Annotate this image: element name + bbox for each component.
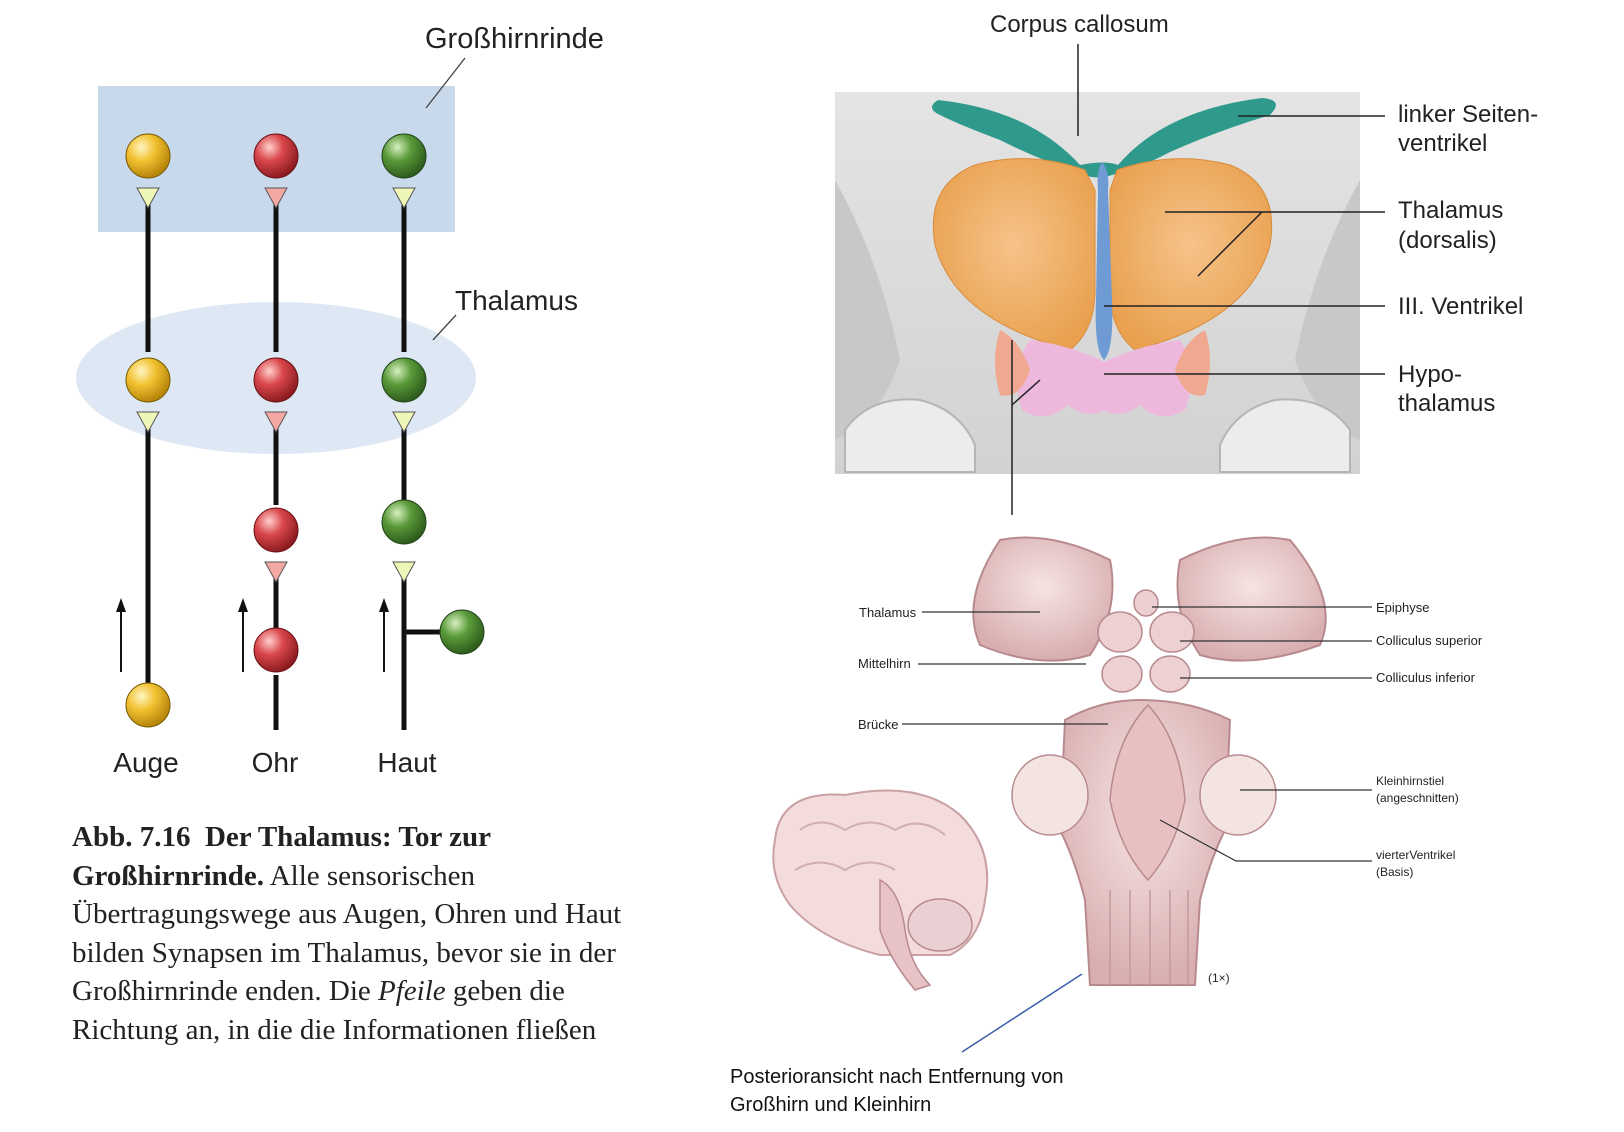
thalamus-left bbox=[932, 158, 1096, 351]
eye-neuron-cortex bbox=[125, 133, 171, 179]
bs-epiphyse-label: Epiphyse bbox=[1376, 600, 1429, 615]
cortex-label-leader bbox=[425, 57, 466, 109]
caption-figure-number: Abb. 7.16 bbox=[72, 821, 191, 853]
temporal-lobe-right bbox=[1219, 398, 1351, 473]
sagittal-brain-thumbnail bbox=[772, 789, 989, 991]
skin-synapse-cortex bbox=[392, 187, 416, 210]
eye-arrowhead bbox=[116, 598, 126, 612]
bs-thalamus-label: Thalamus bbox=[859, 605, 917, 620]
thumbnail-brainstem bbox=[879, 878, 932, 991]
bs-ventricle-leader bbox=[1159, 819, 1372, 862]
cerebellar-peduncle-left bbox=[1011, 754, 1089, 836]
eye-synapse-thalamus bbox=[136, 411, 160, 434]
thalamus-right bbox=[1109, 158, 1273, 351]
third-ventricle bbox=[1095, 162, 1113, 360]
eye-neuron-thalamus bbox=[125, 357, 171, 403]
hypothalamus bbox=[1016, 340, 1192, 417]
ear-neuron-brainstem bbox=[253, 507, 299, 553]
ear-neuron-thalamus bbox=[253, 357, 299, 403]
caption-italic: Pfeile bbox=[378, 975, 446, 1007]
caption-body: Alle sensorischen Übertragungswege aus A… bbox=[72, 859, 622, 1008]
third-ventricle-label: III. Ventrikel bbox=[1398, 293, 1523, 320]
white-matter-left bbox=[835, 180, 900, 440]
skin-arrowhead bbox=[379, 598, 389, 612]
thalamus-label-leader bbox=[432, 314, 457, 341]
bs-scale-label: (1×) bbox=[1208, 971, 1230, 985]
lateral-ventricle-label-1: linker Seiten- bbox=[1398, 101, 1538, 128]
ear-pathway: Ohr bbox=[238, 133, 299, 778]
skin-pathway: Haut bbox=[377, 133, 485, 778]
eye-synapse-cortex bbox=[136, 187, 160, 210]
thalamus-label: Thalamus bbox=[455, 285, 578, 316]
coronal-section-illustration: Corpus callosum linker Seiten- ventrikel… bbox=[835, 11, 1538, 515]
ear-synapse-brainstem bbox=[264, 561, 288, 584]
bs-colliculus-inf-label: Colliculus inferior bbox=[1376, 670, 1476, 685]
ear-neuron-ganglion bbox=[253, 627, 299, 673]
figure-caption: Abb. 7.16 Der Thalamus: Tor zur Großhirn… bbox=[72, 818, 632, 1049]
bs-ventricle-label-1: vierterVentrikel bbox=[1376, 848, 1455, 862]
thalamus-leader-diag bbox=[1197, 211, 1263, 277]
thumbnail-cerebellum bbox=[907, 898, 973, 952]
lateral-ventricles bbox=[931, 98, 1276, 178]
caption-title: Der Thalamus: Tor zur Großhirnrinde. bbox=[72, 821, 491, 892]
pineal-gland bbox=[1133, 589, 1159, 617]
ear-neuron-cortex bbox=[253, 133, 299, 179]
bs-mittelhirn-label: Mittelhirn bbox=[858, 656, 911, 671]
caption-body-end: geben die Richtung an, in die die Inform… bbox=[72, 975, 597, 1046]
ear-label: Ohr bbox=[252, 747, 299, 778]
bs-colliculus-sup-label: Colliculus superior bbox=[1376, 633, 1483, 648]
ear-synapse-thalamus bbox=[264, 411, 288, 434]
amygdala-right bbox=[1175, 330, 1210, 396]
superior-colliculus-left bbox=[1097, 611, 1143, 653]
skin-synapse-thalamus bbox=[392, 411, 416, 434]
corpus-callosum-label: Corpus callosum bbox=[990, 11, 1169, 38]
skin-synapse-brainstem bbox=[392, 561, 416, 584]
posterior-note-leader bbox=[961, 973, 1083, 1053]
skin-neuron-brainstem bbox=[381, 499, 427, 545]
inferior-colliculus-left bbox=[1101, 655, 1143, 693]
superior-colliculus-right bbox=[1149, 611, 1195, 653]
eye-label: Auge bbox=[113, 747, 178, 778]
hypothalamus-label-1: Hypo- bbox=[1398, 361, 1462, 388]
cerebellar-peduncle-right bbox=[1199, 754, 1277, 836]
bs-ventricle-label-2: (Basis) bbox=[1376, 865, 1413, 879]
skin-neuron-ganglion bbox=[439, 609, 485, 655]
cortex-label: Großhirnrinde bbox=[425, 23, 604, 55]
posterior-note-line2: Großhirn und Kleinhirn bbox=[730, 1094, 932, 1116]
posterior-view-leader-diag bbox=[1011, 379, 1041, 406]
bs-peduncle-label-1: Kleinhirnstiel bbox=[1376, 774, 1444, 788]
eye-neuron-receptor bbox=[125, 682, 171, 728]
white-matter-right bbox=[1295, 180, 1360, 440]
thalamus-dorsalis-label-2: (dorsalis) bbox=[1398, 227, 1497, 254]
cerebrum-gyri bbox=[794, 821, 946, 872]
posterior-note-line1: Posterioransicht nach Entfernung von bbox=[730, 1066, 1064, 1088]
ear-arrowhead bbox=[238, 598, 248, 612]
temporal-lobe-left bbox=[844, 398, 976, 473]
ear-synapse-cortex bbox=[264, 187, 288, 210]
fourth-ventricle-floor bbox=[1109, 703, 1186, 882]
eye-pathway: Auge bbox=[113, 133, 179, 778]
lateral-ventricle-label-2: ventrikel bbox=[1398, 130, 1487, 157]
bs-bruecke-label: Brücke bbox=[858, 717, 898, 732]
medulla-striations bbox=[1109, 890, 1189, 985]
thalamus-dorsalis-label-1: Thalamus bbox=[1398, 197, 1503, 224]
inferior-colliculus-right bbox=[1149, 655, 1191, 693]
thalamus-lobe-right bbox=[1176, 536, 1327, 662]
thalamus-lobe-left bbox=[972, 536, 1114, 662]
skin-label: Haut bbox=[377, 747, 436, 778]
hypothalamus-label-2: thalamus bbox=[1398, 390, 1495, 417]
thalamus-gateway-diagram: Großhirnrinde Thalamus Auge bbox=[76, 23, 604, 778]
skin-neuron-cortex bbox=[381, 133, 427, 179]
brainstem-illustration: Thalamus Mittelhirn Brücke Epiphyse Coll… bbox=[772, 536, 1483, 1053]
skin-neuron-thalamus bbox=[381, 357, 427, 403]
posterior-view-note: Posterioransicht nach Entfernung von Gro… bbox=[730, 1063, 1064, 1119]
bs-peduncle-label-2: (angeschnitten) bbox=[1376, 791, 1459, 805]
